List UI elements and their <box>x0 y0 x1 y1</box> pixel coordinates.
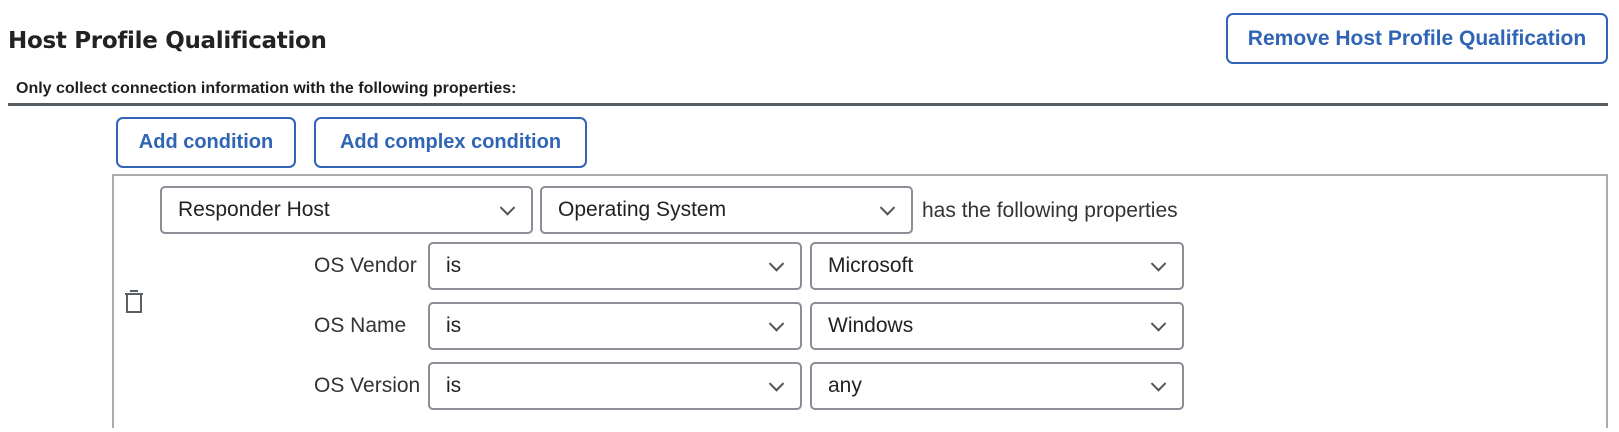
section-description: Only collect connection information with… <box>16 80 517 97</box>
chevron-down-icon <box>499 200 516 216</box>
operator-value: is <box>446 314 462 337</box>
operator-value: is <box>446 374 462 397</box>
property-value: Windows <box>828 314 914 337</box>
condition-suffix-text: has the following properties <box>922 199 1178 222</box>
add-complex-condition-button[interactable]: Add complex condition <box>314 117 587 168</box>
property-label-os-version: OS Version <box>314 374 421 397</box>
chevron-down-icon <box>768 316 785 332</box>
os-name-operator-select[interactable]: is <box>428 302 802 350</box>
remove-host-profile-qualification-button[interactable]: Remove Host Profile Qualification <box>1226 13 1608 64</box>
attribute-select[interactable]: Operating System <box>540 186 913 234</box>
os-version-operator-select[interactable]: is <box>428 362 802 410</box>
chevron-down-icon <box>768 376 785 392</box>
operator-value: is <box>446 254 462 277</box>
page-title: Host Profile Qualification <box>8 28 327 54</box>
os-version-value-select[interactable]: any <box>810 362 1184 410</box>
property-label-os-vendor: OS Vendor <box>314 254 417 277</box>
host-select-value: Responder Host <box>178 198 330 221</box>
property-value: Microsoft <box>828 254 914 277</box>
chevron-down-icon <box>879 200 896 216</box>
os-name-value-select[interactable]: Windows <box>810 302 1184 350</box>
chevron-down-icon <box>1150 376 1167 392</box>
host-select[interactable]: Responder Host <box>160 186 533 234</box>
property-value: any <box>828 374 862 397</box>
section-divider <box>8 103 1608 106</box>
trash-icon[interactable] <box>124 290 144 314</box>
os-vendor-value-select[interactable]: Microsoft <box>810 242 1184 290</box>
chevron-down-icon <box>1150 316 1167 332</box>
add-condition-button[interactable]: Add condition <box>116 117 296 168</box>
attribute-select-value: Operating System <box>558 198 727 221</box>
os-vendor-operator-select[interactable]: is <box>428 242 802 290</box>
chevron-down-icon <box>1150 256 1167 272</box>
property-label-os-name: OS Name <box>314 314 407 337</box>
chevron-down-icon <box>768 256 785 272</box>
